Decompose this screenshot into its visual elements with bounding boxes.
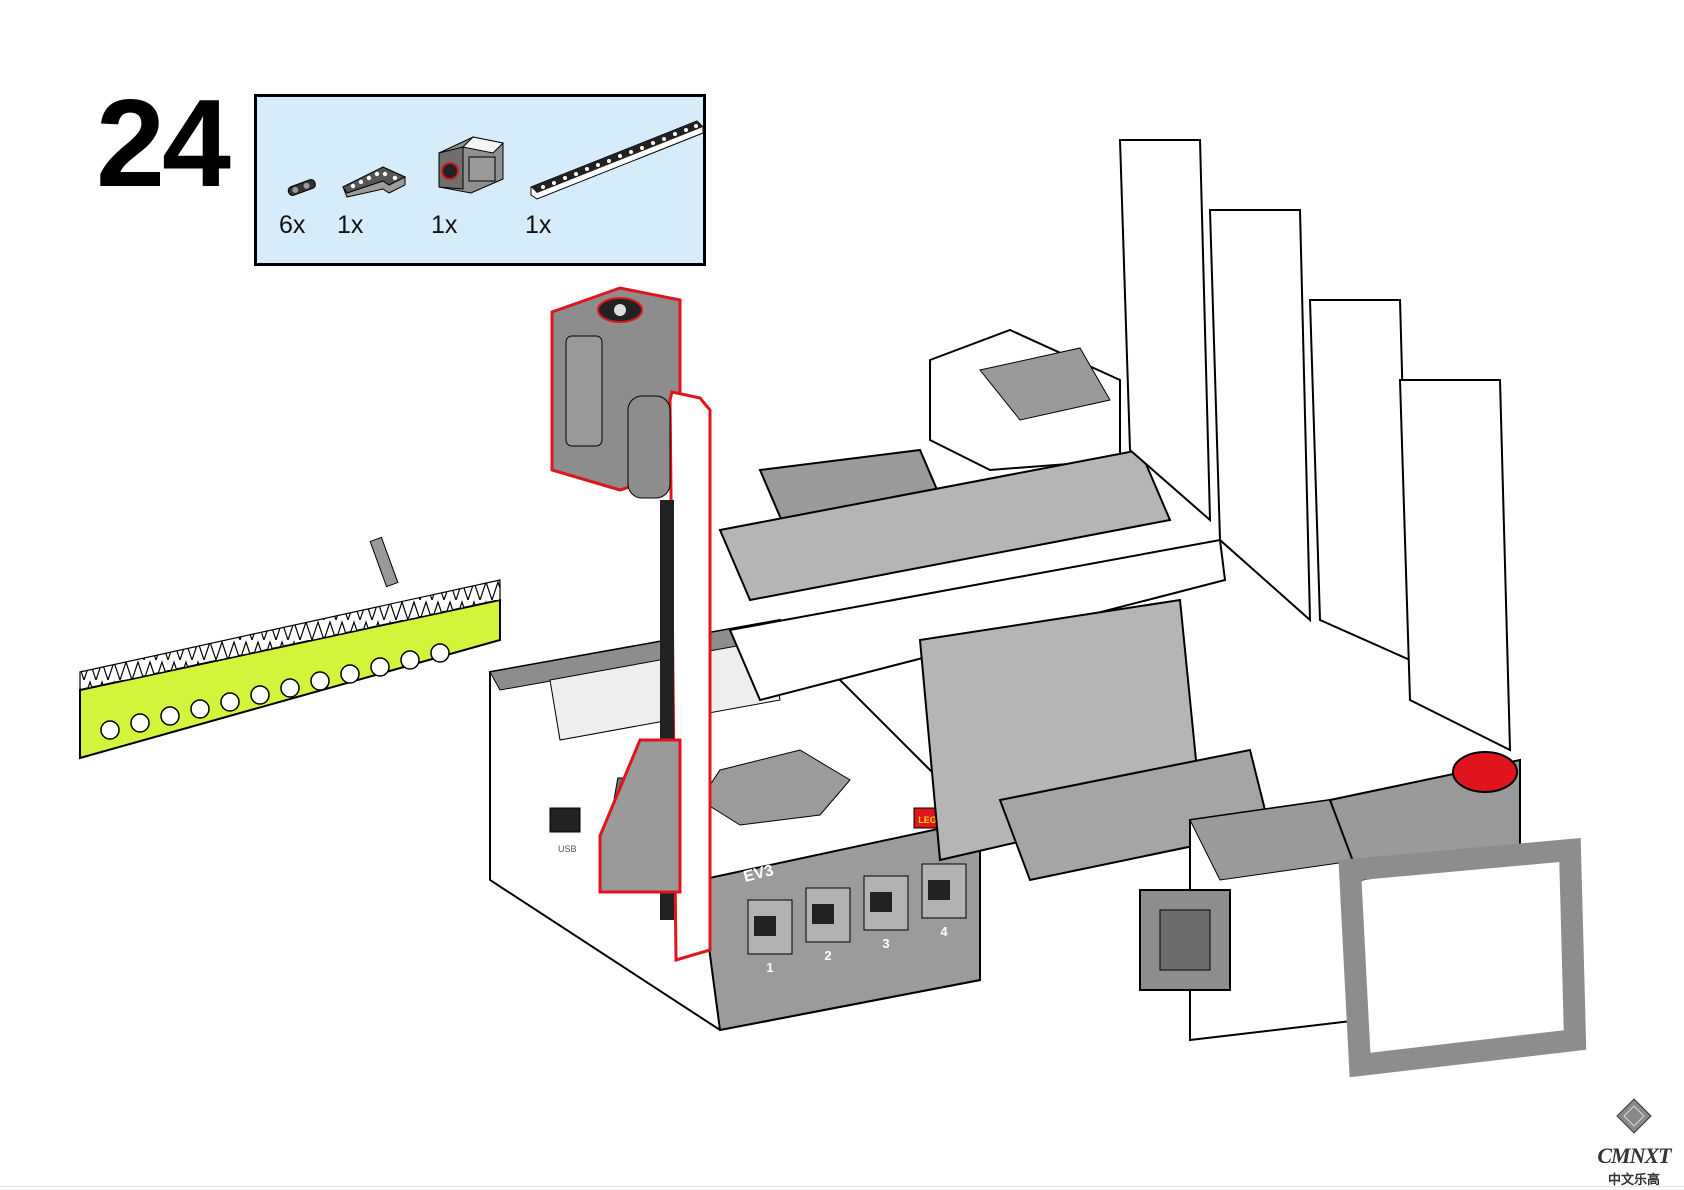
cmnxt-logo: CMNXT 中文乐高 [1586, 1096, 1682, 1188]
lego-badge: LEGO [918, 815, 944, 825]
footer-divider [0, 1186, 1684, 1187]
port-label: 4 [940, 924, 948, 939]
new-sensor-assembly [550, 286, 712, 962]
frame-structure [718, 328, 1272, 882]
side-panels [1118, 139, 1512, 752]
diamond-logo-icon [1616, 1098, 1652, 1134]
parts-callout: 6x 1x 1x 1x [254, 94, 706, 266]
ev3-label: EV3 [742, 862, 776, 886]
part-quantity: 1x [337, 211, 364, 239]
logo-brand: CMNXT [1597, 1143, 1671, 1168]
motor-assembly [1139, 751, 1587, 1078]
gear-rack [79, 536, 501, 760]
part-quantity: 6x [279, 211, 306, 239]
logo-subtitle: 中文乐高 [1607, 1172, 1660, 1187]
straight-beam-icon [530, 120, 704, 200]
ev3-brick: LEGO EV3 1 2 3 4 USB SD [489, 618, 981, 1032]
ultrasonic-sensor-icon [438, 136, 505, 194]
angled-beam-icon [342, 166, 407, 198]
step-number: 24 [96, 75, 231, 213]
part-quantity: 1x [431, 211, 458, 239]
port-label: 3 [882, 936, 889, 951]
port-label: 2 [824, 948, 831, 963]
port-label: 1 [766, 960, 773, 975]
part-quantity: 1x [525, 211, 552, 239]
usb-label: USB [558, 844, 577, 854]
connector-peg-icon [287, 179, 316, 196]
